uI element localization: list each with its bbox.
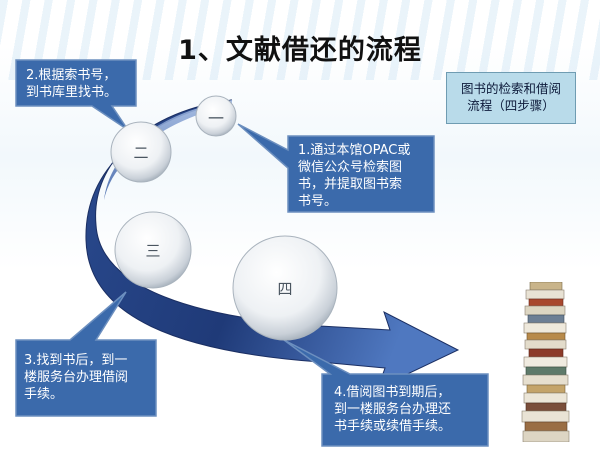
orb-step-four [232, 235, 338, 341]
step-three-line: 手续。 [24, 387, 64, 402]
book-stack-icon [521, 282, 570, 442]
callout-text-step-three: 3.找到书后，到一 楼服务台办理借阅 手续。 [24, 352, 128, 403]
step-three-line: 3.找到书后，到一 [24, 353, 128, 368]
orb-marker-one: 一 [207, 109, 224, 128]
callout-step-two [15, 59, 137, 131]
callout-step-three [15, 291, 157, 417]
callout-step-one [237, 123, 435, 213]
step-one-line: 书号。 [298, 194, 338, 209]
step-four-line: 书手续或续借手续。 [334, 419, 452, 434]
step-one-line: 微信公众号检索图 [298, 160, 403, 175]
step-two-line: 2.根据索书号， [26, 68, 117, 83]
callout-step-four [283, 339, 489, 447]
curved-arrow [85, 99, 460, 389]
orb-marker-four: 四 [277, 280, 293, 298]
callout-text-step-one: 1.通过本馆OPAC或 微信公众号检索图 书，并提取图书索 书号。 [298, 142, 410, 210]
step-two-line: 到书库里找书。 [26, 85, 118, 100]
book-stack [521, 282, 570, 442]
step-four-line: 到一楼服务台办理还 [334, 402, 452, 417]
callout-text-step-two: 2.根据索书号， 到书库里找书。 [26, 67, 117, 101]
note-box: 图书的检索和借阅流程（四步骤） [446, 72, 576, 124]
slide-title: 1、文献借还的流程 [178, 35, 422, 66]
orb-step-three [114, 211, 192, 289]
orb-step-one [195, 95, 237, 137]
orb-marker-three: 三 [145, 242, 161, 260]
callout-text-step-four: 4.借阅图书到期后， 到一楼服务台办理还 书手续或续借手续。 [334, 384, 451, 435]
step-one-line: 书，并提取图书索 [298, 177, 403, 192]
orb-marker-two: 二 [133, 144, 149, 162]
step-four-line: 4.借阅图书到期后， [334, 385, 451, 400]
step-one-line: 1.通过本馆OPAC或 [298, 143, 411, 158]
orb-step-two [110, 121, 172, 183]
note-text: 图书的检索和借阅流程（四步骤） [460, 81, 561, 113]
step-three-line: 楼服务台办理借阅 [24, 370, 129, 385]
